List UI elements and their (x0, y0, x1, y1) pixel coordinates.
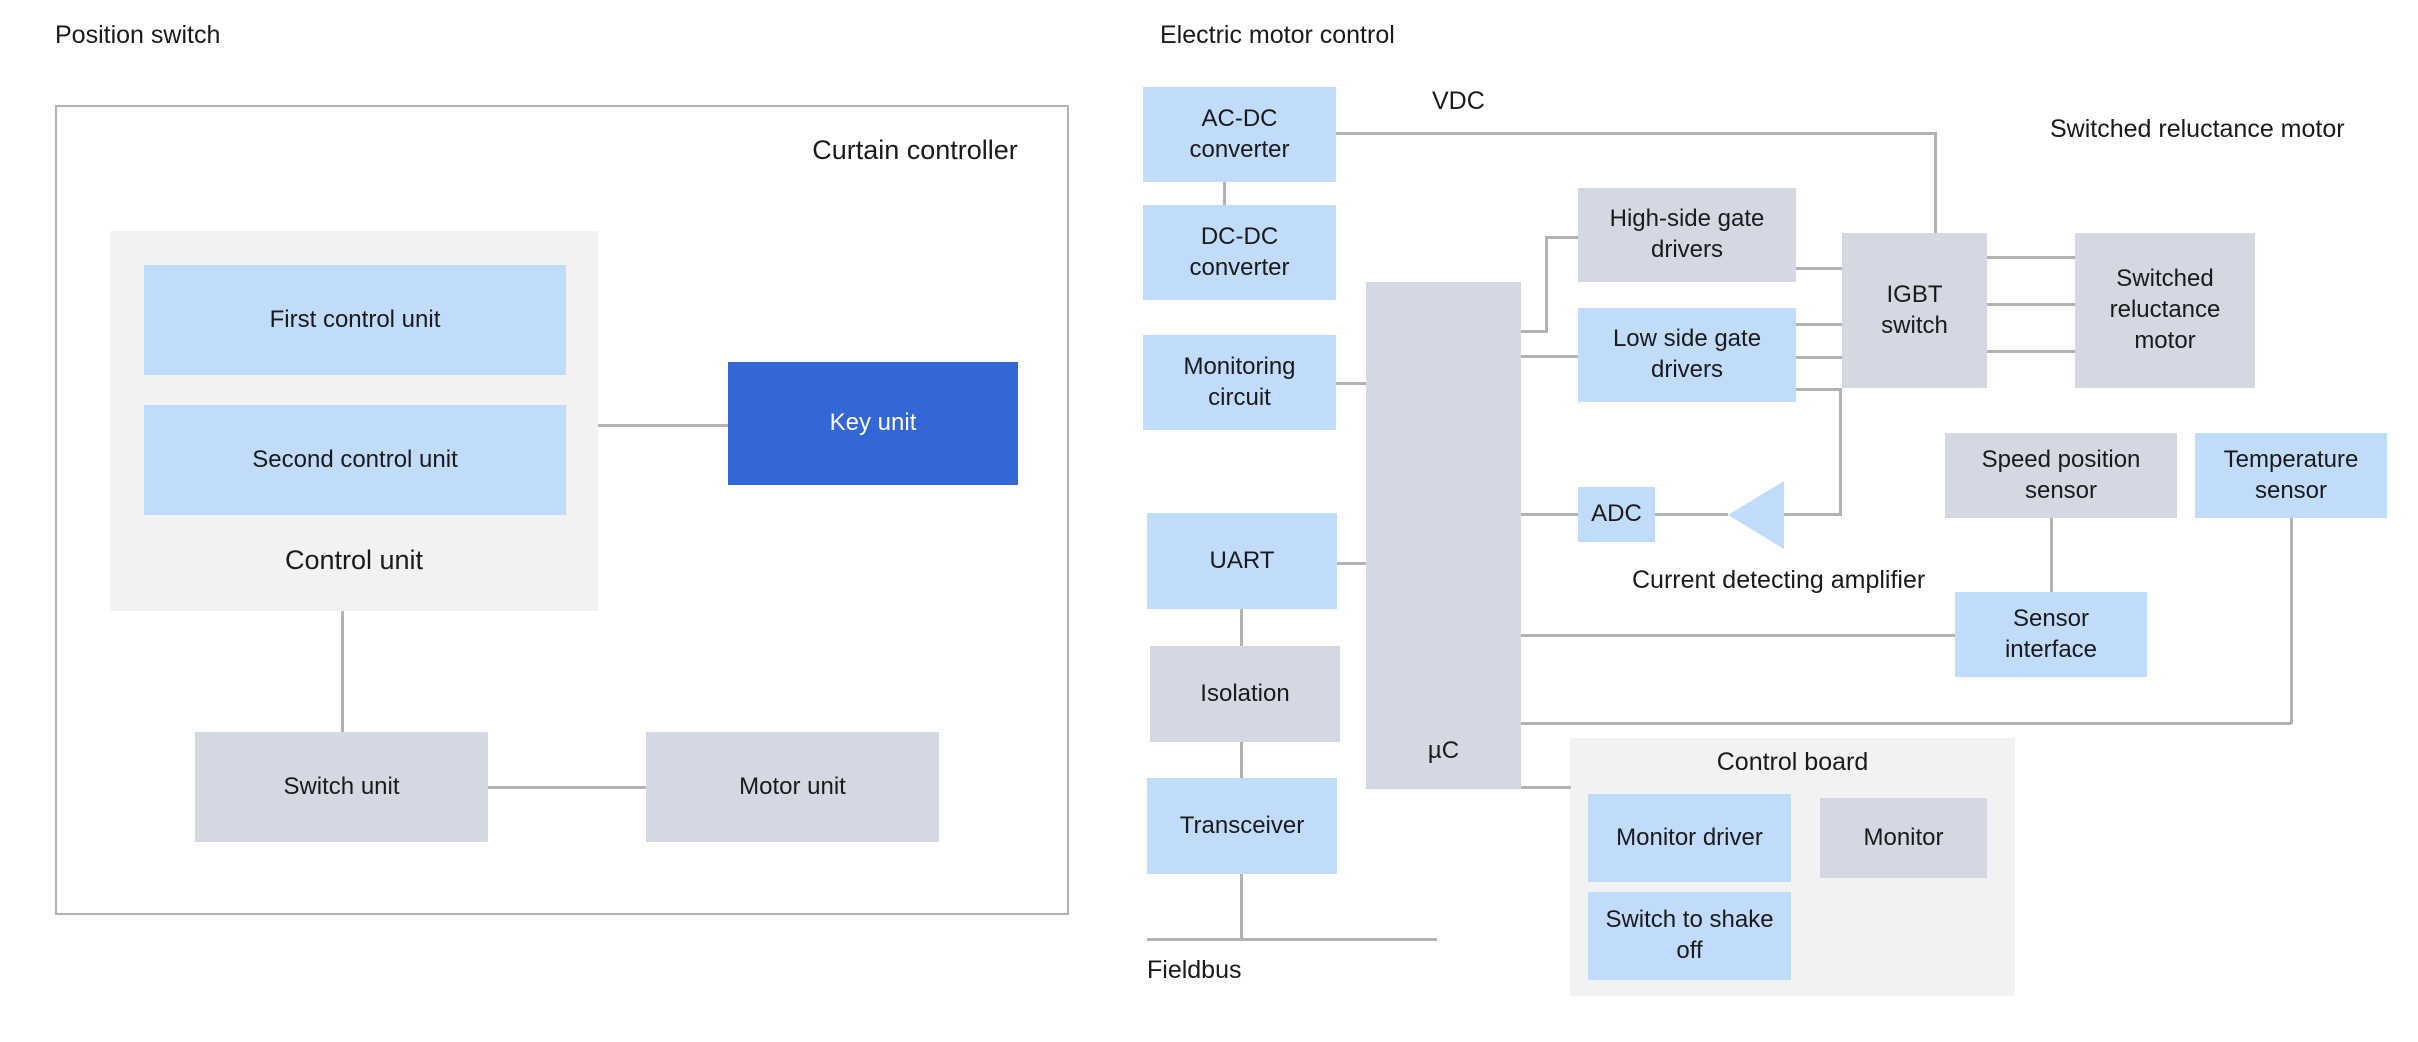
isolation-box[interactable]: Isolation (1150, 646, 1340, 742)
connector-monitoring-to-mcu (1336, 382, 1366, 385)
connector-uart-to-mcu (1337, 562, 1367, 565)
connector-isolation-to-transceiver (1240, 742, 1243, 781)
switched-reluctance-motor-group-label: Switched reluctance motor (2050, 115, 2345, 143)
connector-sensor-interface-to-mcu (1521, 634, 1955, 637)
monitor-box[interactable]: Monitor (1820, 798, 1987, 878)
switched-reluctance-motor-box[interactable]: Switched reluctance motor (2075, 233, 2255, 388)
connector-amplifier-input (1784, 513, 1842, 516)
section-title-position-switch: Position switch (55, 21, 221, 49)
connector-mcu-to-adc (1521, 513, 1578, 516)
curtain-controller-label: Curtain controller (812, 135, 1018, 165)
connector-switch-unit-to-motor-unit (488, 786, 646, 789)
connector-low-side-to-igbt-3 (1796, 388, 1842, 391)
vdc-label: VDC (1432, 87, 1485, 115)
current-detecting-amplifier-symbol (1728, 481, 1784, 549)
control-unit-label: Control unit (284, 545, 424, 575)
control-board-label: Control board (1716, 748, 1869, 776)
connector-mcu-to-control-board (1521, 786, 1571, 789)
sensor-interface-box[interactable]: Sensor interface (1955, 592, 2147, 677)
transceiver-box[interactable]: Transceiver (1147, 778, 1337, 874)
connector-igbt-shunt-to-amplifier (1839, 388, 1842, 516)
low-side-gate-drivers-box[interactable]: Low side gate drivers (1578, 308, 1796, 402)
temperature-sensor-box[interactable]: Temperature sensor (2195, 433, 2387, 518)
curtain-controller-frame (55, 105, 1069, 915)
key-unit-box[interactable]: Key unit (728, 362, 1018, 485)
current-detecting-amplifier-label: Current detecting amplifier (1632, 566, 1926, 594)
switch-unit-box[interactable]: Switch unit (195, 732, 488, 842)
second-control-unit-box[interactable]: Second control unit (144, 405, 566, 515)
dc-dc-converter-box[interactable]: DC-DC converter (1143, 205, 1336, 300)
section-title-electric-motor-control: Electric motor control (1160, 21, 1395, 49)
connector-temperature-sensor-down (2290, 518, 2293, 724)
monitoring-circuit-box[interactable]: Monitoring circuit (1143, 335, 1336, 430)
connector-mcu-to-high-side-v (1545, 236, 1548, 333)
connector-mcu-to-low-side (1521, 355, 1578, 358)
connector-control-unit-to-switch-unit (341, 611, 344, 766)
connector-low-side-to-igbt-2 (1796, 356, 1842, 359)
mcu-box[interactable]: µC (1366, 282, 1521, 789)
adc-box[interactable]: ADC (1578, 487, 1655, 542)
connector-uart-to-isolation (1240, 609, 1243, 649)
connector-low-side-to-igbt-1 (1796, 323, 1842, 326)
connector-control-unit-to-key-unit (598, 424, 728, 427)
connector-speed-sensor-to-interface (2050, 518, 2053, 592)
connector-igbt-to-motor-2 (1987, 303, 2075, 306)
fieldbus-label: Fieldbus (1147, 956, 1242, 984)
high-side-gate-drivers-box[interactable]: High-side gate drivers (1578, 188, 1796, 282)
speed-position-sensor-box[interactable]: Speed position sensor (1945, 433, 2177, 518)
connector-igbt-to-motor-3 (1987, 350, 2075, 353)
connector-adc-to-amplifier (1655, 513, 1728, 516)
connector-mcu-to-high-side-h2 (1545, 236, 1578, 239)
connector-transceiver-to-fieldbus (1240, 874, 1243, 940)
monitor-driver-box[interactable]: Monitor driver (1588, 794, 1791, 882)
uart-box[interactable]: UART (1147, 513, 1337, 609)
motor-unit-box[interactable]: Motor unit (646, 732, 939, 842)
connector-high-side-to-igbt-1 (1796, 267, 1842, 270)
connector-mcu-to-high-side-h1 (1521, 330, 1548, 333)
connector-acdc-to-dcdc (1223, 182, 1226, 217)
connector-igbt-to-motor-1 (1987, 256, 2075, 259)
first-control-unit-box[interactable]: First control unit (144, 265, 566, 375)
ac-dc-converter-box[interactable]: AC-DC converter (1143, 87, 1336, 182)
connector-sensor-bus-to-mcu (1521, 722, 2291, 725)
igbt-switch-box[interactable]: IGBT switch (1842, 233, 1987, 388)
switch-to-shake-off-box[interactable]: Switch to shake off (1588, 892, 1791, 980)
vdc-bus-line (1336, 132, 1937, 135)
vdc-bus-drop (1934, 132, 1937, 235)
fieldbus-line (1147, 938, 1437, 941)
